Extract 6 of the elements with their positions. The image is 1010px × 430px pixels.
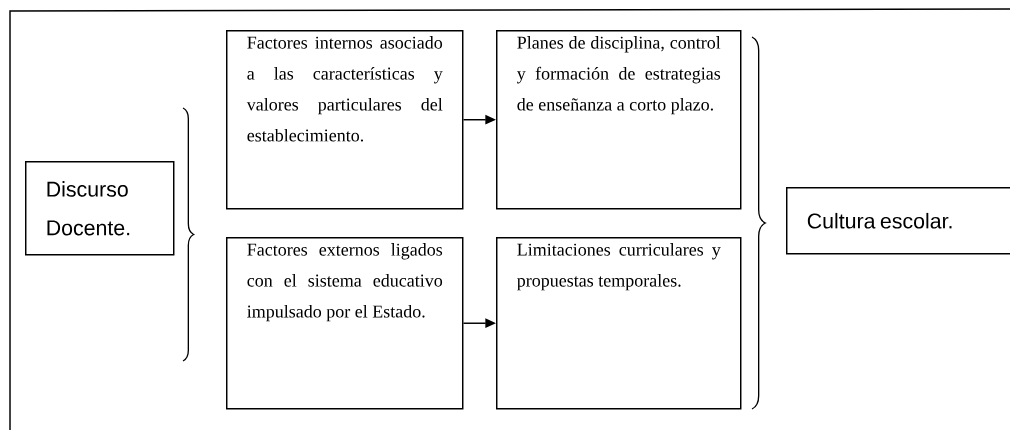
text-box: Planes de disciplina, control y formación de estrategias de enseñanza a corto plazo. [496, 30, 742, 210]
text-box: Factores internos asociado a las características y valores particulares del establecimiento. [226, 30, 464, 210]
label-box: Discurso Docente. [25, 161, 175, 256]
label-box: Cultura escolar. [786, 187, 1010, 255]
text-box: Limitaciones curriculares y propuestas temporales. [496, 237, 742, 410]
text-box: Factores externos ligados con el sistema educativo impulsado por el Estado. [226, 237, 464, 410]
